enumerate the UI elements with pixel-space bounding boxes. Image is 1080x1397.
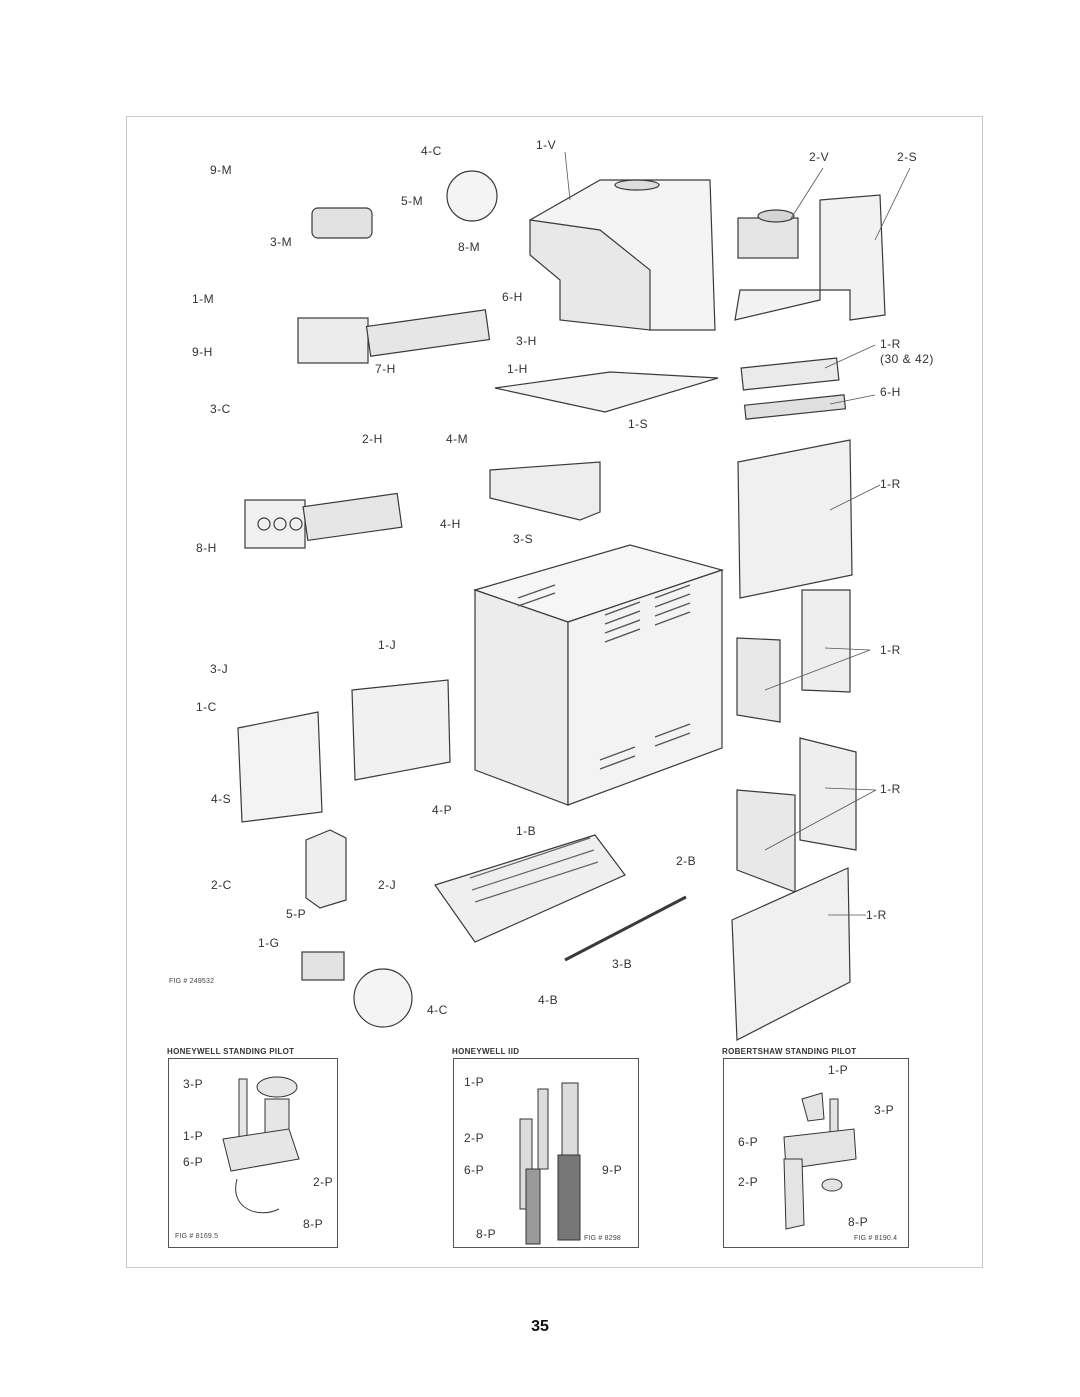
hs-fig-id: FIG # 8169.5 xyxy=(175,1233,219,1240)
label-5m: 5-M xyxy=(401,194,424,208)
label-5p: 5-P xyxy=(286,907,307,921)
label-3c: 3-C xyxy=(210,402,231,416)
label-1r-c: 1-R xyxy=(880,782,901,796)
gas-valve-1g xyxy=(301,951,345,981)
label-1v: 1-V xyxy=(536,138,557,152)
panel-1r-mid-a xyxy=(801,589,851,693)
iid-label-6p: 6-P xyxy=(464,1163,485,1177)
vent-hood-1v xyxy=(529,179,716,331)
iid-label-9p: 9-P xyxy=(602,1163,623,1177)
hs-label-2p: 2-P xyxy=(313,1175,334,1189)
panel-4s xyxy=(237,711,323,823)
label-4c-bottom: 4-C xyxy=(427,1003,448,1017)
iid-label-1p: 1-P xyxy=(464,1075,485,1089)
label-2h: 2-H xyxy=(362,432,383,446)
top-plate-1s xyxy=(494,371,719,413)
panel-1r-low-a xyxy=(799,737,857,851)
inset-title-honeywell-iid: HONEYWELL IID xyxy=(452,1047,520,1056)
inset-honeywell-standing: 3-P 1-P 6-P 2-P 8-P FIG # 8169.5 xyxy=(168,1058,338,1248)
label-1s: 1-S xyxy=(628,417,649,431)
label-4s: 4-S xyxy=(211,792,232,806)
iid-fig-id: FIG # 8298 xyxy=(584,1235,622,1242)
label-3h: 3-H xyxy=(516,334,537,348)
rs-fig-id: FIG # 8190.4 xyxy=(854,1235,898,1242)
label-2j: 2-J xyxy=(378,878,397,892)
panel-1r-low-b xyxy=(736,789,796,893)
stack-2s xyxy=(734,194,886,321)
label-3m: 3-M xyxy=(270,235,293,249)
label-6h-right: 6-H xyxy=(880,385,901,399)
label-3s: 3-S xyxy=(513,532,534,546)
heat-exchanger-4h xyxy=(244,492,403,549)
rs-label-1p: 1-P xyxy=(828,1063,849,1077)
label-1j: 1-J xyxy=(378,638,397,652)
label-2v: 2-V xyxy=(809,150,830,164)
label-2s: 2-S xyxy=(897,150,918,164)
label-8h: 8-H xyxy=(196,541,217,555)
label-2c: 2-C xyxy=(211,878,232,892)
manifold-assembly xyxy=(297,207,491,364)
label-3b: 3-B xyxy=(612,957,633,971)
pilot-detail-4c-bottom xyxy=(353,968,413,1028)
rs-label-8p: 8-P xyxy=(848,1215,869,1229)
label-1b: 1-B xyxy=(516,824,537,838)
label-1r-d: 1-R xyxy=(866,908,887,922)
panel-1r-large xyxy=(737,439,853,599)
box-5p xyxy=(305,829,347,909)
panel-1r-small xyxy=(740,357,840,391)
honeywell-iid-illustration xyxy=(519,1082,581,1245)
iid-label-8p: 8-P xyxy=(476,1227,497,1241)
panel-1r-mid-b xyxy=(736,637,781,723)
robertshaw-standing-pilot-illustration xyxy=(783,1092,857,1230)
label-1c: 1-C xyxy=(196,700,217,714)
diagram-frame xyxy=(126,116,983,1268)
inset-honeywell-iid: 1-P 2-P 6-P 9-P 8-P FIG # 8298 xyxy=(453,1058,639,1248)
rs-label-3p: 3-P xyxy=(874,1103,895,1117)
rs-label-2p: 2-P xyxy=(738,1175,759,1189)
junction-1j xyxy=(351,679,451,781)
inset-robertshaw-standing: 1-P 3-P 6-P 2-P 8-P FIG # 8190.4 xyxy=(723,1058,909,1248)
label-1r-a: 1-R xyxy=(880,477,901,491)
label-4b: 4-B xyxy=(538,993,559,1007)
label-4m: 4-M xyxy=(446,432,469,446)
hs-label-6p: 6-P xyxy=(183,1155,204,1169)
inset-title-honeywell-standing: HONEYWELL STANDING PILOT xyxy=(167,1047,295,1056)
pilot-detail-4c-top xyxy=(446,170,498,222)
label-3j: 3-J xyxy=(210,662,229,676)
iid-label-2p: 2-P xyxy=(464,1131,485,1145)
fig-id-main: FIG # 249532 xyxy=(169,978,215,985)
label-1r-b: 1-R xyxy=(880,643,901,657)
panel-6h-right xyxy=(743,394,847,420)
honeywell-standing-pilot-illustration xyxy=(222,1076,300,1214)
panel-1r-bottom xyxy=(731,867,851,1041)
hs-label-1p: 1-P xyxy=(183,1129,204,1143)
hs-label-8p: 8-P xyxy=(303,1217,324,1231)
rs-label-6p: 6-P xyxy=(738,1135,759,1149)
label-7h: 7-H xyxy=(375,362,396,376)
inset-title-robertshaw-standing: ROBERTSHAW STANDING PILOT xyxy=(722,1047,857,1056)
rod-3b xyxy=(564,895,687,962)
label-4p: 4-P xyxy=(432,803,453,817)
label-9m: 9-M xyxy=(210,163,233,177)
shield-3s xyxy=(489,461,601,521)
label-4h: 4-H xyxy=(440,517,461,531)
cabinet xyxy=(473,544,725,806)
label-1g: 1-G xyxy=(258,936,280,950)
page-number: 35 xyxy=(531,1318,549,1335)
label-2b: 2-B xyxy=(676,854,697,868)
vent-adapter-2v xyxy=(737,209,799,259)
hs-label-3p: 3-P xyxy=(183,1077,204,1091)
label-1h: 1-H xyxy=(507,362,528,376)
label-9h: 9-H xyxy=(192,345,213,359)
label-1r-3042: 1-R xyxy=(880,337,901,351)
label-6h-top: 6-H xyxy=(502,290,523,304)
label-1r-3042-note: (30 & 42) xyxy=(880,352,934,366)
burner-tray-1b xyxy=(434,834,626,943)
label-8m: 8-M xyxy=(458,240,481,254)
label-4c-top: 4-C xyxy=(421,144,442,158)
label-1m: 1-M xyxy=(192,292,215,306)
